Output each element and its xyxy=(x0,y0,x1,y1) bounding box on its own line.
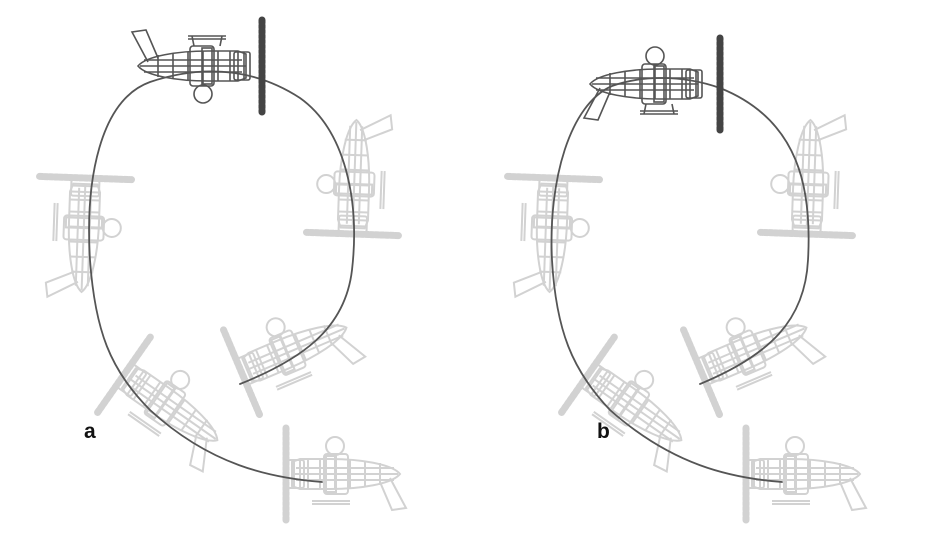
panel-a: a xyxy=(35,20,407,520)
highlighted-plane-a xyxy=(131,20,262,112)
panel-b: b xyxy=(503,38,867,520)
ghost-plane-b-bottom xyxy=(746,428,867,520)
ghost-plane-b-lower-left xyxy=(562,337,709,475)
trajectory-a xyxy=(88,70,355,483)
panel-label-a: a xyxy=(84,420,96,443)
ghost-plane-a-right xyxy=(306,111,402,235)
ghost-plane-a-left xyxy=(35,176,131,301)
ghost-plane-a-lower-mid xyxy=(224,290,368,415)
panel-label-b: b xyxy=(597,420,610,443)
trajectory-b xyxy=(550,77,810,483)
ghost-plane-b-lower-mid xyxy=(684,290,828,415)
ghost-plane-a-bottom xyxy=(286,428,407,520)
highlighted-plane-b xyxy=(583,38,720,130)
